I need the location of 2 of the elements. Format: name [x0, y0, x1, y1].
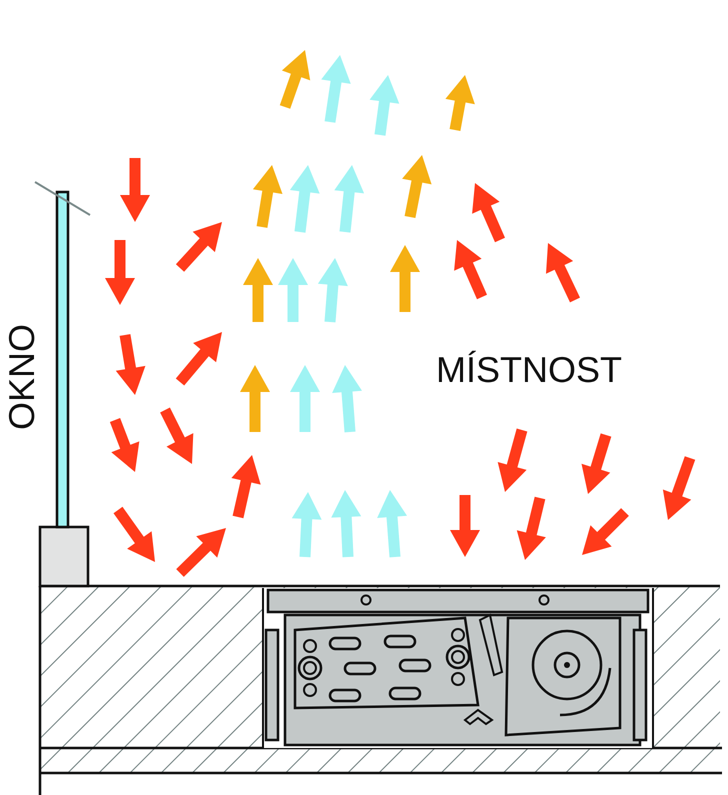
label-text: MÍSTNOST	[436, 352, 622, 388]
label-text: OKNO	[4, 324, 40, 430]
